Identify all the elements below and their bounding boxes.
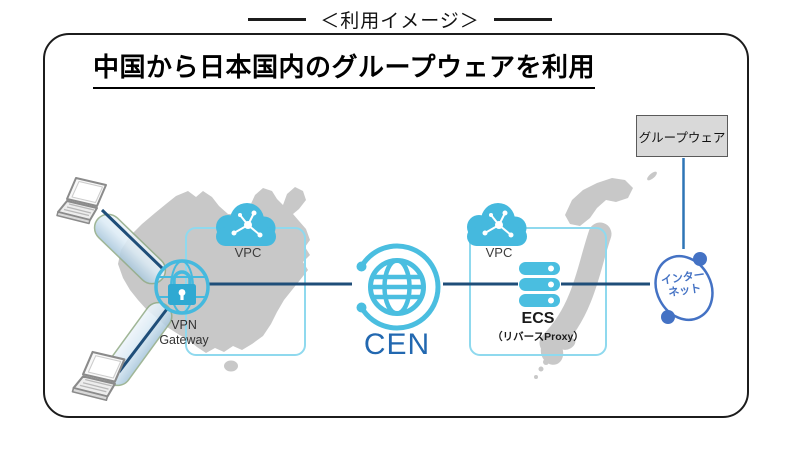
client-links [100,208,169,373]
vpn-gateway-lock-globe-icon [154,259,210,315]
diagram-border [43,33,749,418]
internet-ellipse-icon [654,252,714,324]
japan-vpc-label: VPC [485,245,513,260]
china-vpc-label: VPC [234,245,262,260]
vpc-box-japan [469,227,607,356]
header-label: ＜利用イメージ＞ [320,10,480,32]
header-dash-left [248,17,307,21]
ecs-sublabel: （リバースProxy） [492,331,584,343]
header: ＜利用イメージ＞ [0,5,800,33]
japan-map-silhouette [534,171,657,379]
server-stack-icon [519,262,560,307]
cen-globe-swirl-icon [353,243,441,331]
vpn-gateway-label: VPN Gateway [159,318,209,348]
groupware-box: グループウェア [636,115,728,157]
laptop-icon-bottom [71,350,126,402]
cloud-network-icon-japan [466,202,528,247]
page-title: 中国から日本国内のグループウェアを利用 [93,52,595,90]
cen-label: CEN [363,328,431,361]
header-dash-right [493,17,552,21]
ecs-label: ECS [521,310,555,327]
laptop-icon-top [56,177,107,225]
